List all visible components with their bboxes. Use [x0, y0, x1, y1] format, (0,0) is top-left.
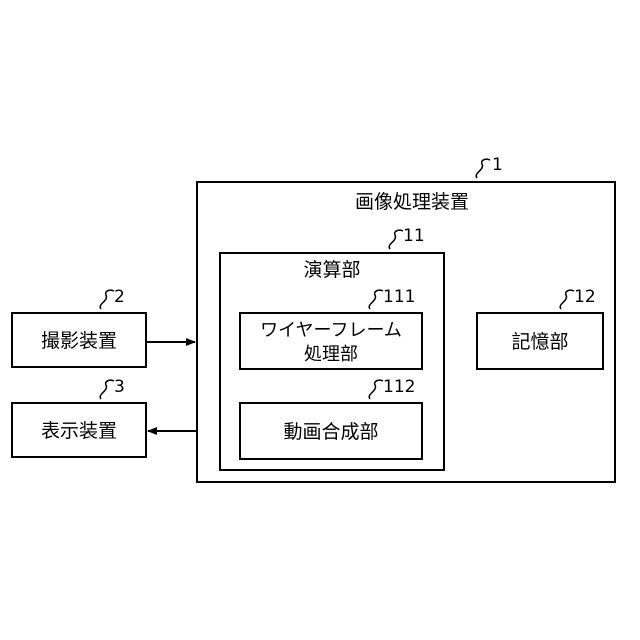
imaging-device: 撮影装置 2 — [12, 287, 146, 367]
wireframe-processing-unit-label-line1: ワイヤーフレーム — [260, 320, 402, 341]
calculation-unit-ref: 11 — [403, 226, 425, 246]
display-device: 表示装置 3 — [12, 377, 146, 457]
display-device-ref: 3 — [114, 377, 125, 397]
image-processing-device-title: 画像処理装置 — [355, 191, 469, 213]
imaging-device-title: 撮影装置 — [41, 330, 117, 352]
storage-unit-ref: 12 — [574, 287, 596, 307]
video-synthesis-unit-ref: 112 — [383, 377, 415, 397]
wireframe-processing-unit-ref: 111 — [383, 287, 415, 307]
wireframe-processing-unit-label-line2: 処理部 — [304, 344, 358, 365]
storage-unit-title: 記憶部 — [511, 331, 568, 353]
calculation-unit-title: 演算部 — [303, 259, 360, 281]
display-device-leader — [100, 380, 114, 399]
image-processing-device-leader — [476, 159, 490, 178]
video-synthesis-unit-title: 動画合成部 — [283, 421, 378, 443]
imaging-device-leader — [100, 290, 114, 309]
display-device-title: 表示装置 — [41, 420, 117, 442]
imaging-device-ref: 2 — [114, 287, 125, 307]
image-processing-device-ref: 1 — [492, 155, 503, 175]
